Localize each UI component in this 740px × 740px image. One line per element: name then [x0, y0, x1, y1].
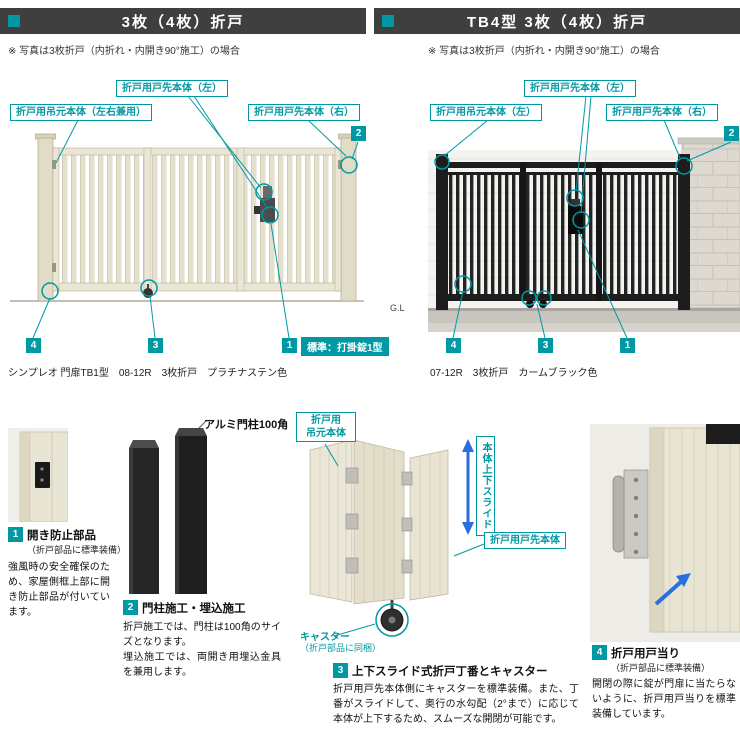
detail2-title: 門柱施工・埋込施工	[142, 603, 246, 615]
left-section-header: 3枚（4枚）折戸	[0, 8, 366, 34]
left-gate-photo: 折戸用戸先本体（左） 折戸用吊元本体（左右兼用） 折戸用戸先本体（右） 2 4 …	[8, 58, 389, 370]
header-accent-square	[8, 15, 20, 27]
right-photo-note: ※ 写真は3枚折戸（内折れ・内開き90°施工）の場合	[428, 46, 660, 57]
detail2-body: 折戸施工では、門柱は100角のサイズとなります。 埋込施工では、両開き用埋込金具…	[123, 622, 281, 678]
detail3-body: 折戸用戸先本体側にキャスターを標準装備。また、丁番がスライドして、奥行の水勾配（…	[333, 684, 579, 725]
right-gate-photo: 折戸用戸先本体（左） 折戸用吊元本体（左） 折戸用戸先本体（右） 2 4 3 1	[428, 58, 740, 370]
left-header-title: 3枚（4枚）折戸	[121, 13, 245, 31]
callout-hinge-body: 折戸用吊元本体（左）	[430, 104, 542, 121]
right-photo-caption: 07-12R 3枚折戸 カームブラック色	[430, 368, 598, 379]
marker-3: 3	[148, 338, 163, 353]
detail1-photo	[8, 428, 68, 522]
detail4-badge: 4	[592, 645, 607, 660]
hinge-body-line2: 吊元本体	[306, 428, 346, 439]
right-gate-illustration	[428, 95, 740, 339]
marker-1: 1	[620, 338, 635, 353]
detail4-subtitle: （折戸部品に標準装備）	[611, 663, 711, 673]
marker-2: 2	[724, 126, 739, 141]
detail3-title: 上下スライド式折戸丁番とキャスター	[352, 666, 548, 678]
detail1-title: 開き防止部品	[27, 530, 96, 542]
left-photo-caption: シンプレオ 門扉TB1型 08-12R 3枚折戸 プラチナステン色	[8, 368, 288, 379]
detail4-title: 折戸用戸当り	[611, 648, 680, 660]
marker-3: 3	[538, 338, 553, 353]
detail1-badge: 1	[8, 527, 23, 542]
marker-4: 4	[446, 338, 461, 353]
detail4-body: 開閉の際に錠が門扉に当たらないように、折戸用戸当りを標準装備しています。	[592, 679, 736, 720]
detail2-photo-label: アルミ門柱100角	[204, 419, 289, 431]
detail4-photo	[590, 424, 740, 642]
standard-lock-box: 標準：打掛錠1型	[301, 337, 389, 356]
hinge-body-line1: 折戸用	[311, 415, 341, 426]
marker-2: 2	[351, 126, 366, 141]
caster-sublabel: （折戸部品に同梱）	[300, 643, 382, 653]
detail3-photo	[309, 439, 485, 637]
callout-door-end-right: 折戸用戸先本体（右）	[606, 104, 718, 121]
header-accent-square	[382, 15, 394, 27]
right-section-header: TB4型 3枚（4枚）折戸	[374, 8, 740, 34]
detail2-badge: 2	[123, 600, 138, 615]
detail3-badge: 3	[333, 663, 348, 678]
detail2-photo	[129, 419, 208, 594]
left-gate-illustration	[10, 95, 364, 339]
callout-door-end-right: 折戸用戸先本体（右）	[248, 104, 360, 121]
callout-door-end-left: 折戸用戸先本体（左）	[116, 80, 228, 97]
detail1-subtitle: （折戸部品に標準装備）	[27, 545, 127, 555]
callout-body-slide: 本体上下スライド	[476, 436, 495, 536]
marker-1: 1	[282, 338, 297, 353]
right-header-title: TB4型 3枚（4枚）折戸	[466, 13, 648, 31]
callout-hinge-body: 折戸用吊元本体（左右兼用）	[10, 104, 152, 121]
left-photo-note: ※ 写真は3枚折戸（内折れ・内開き90°施工）の場合	[8, 46, 240, 57]
callout-door-end-body: 折戸用戸先本体	[484, 532, 566, 549]
marker-4: 4	[26, 338, 41, 353]
ground-line-label: G.L	[390, 303, 405, 313]
detail1-body: 強風時の安全確保のため、家屋側框上部に開き防止部品が付いています。	[8, 562, 110, 618]
callout-hinge-body: 折戸用 吊元本体	[296, 412, 356, 442]
caster-label: キャスター	[300, 632, 350, 643]
callout-door-end-left: 折戸用戸先本体（左）	[524, 80, 636, 97]
